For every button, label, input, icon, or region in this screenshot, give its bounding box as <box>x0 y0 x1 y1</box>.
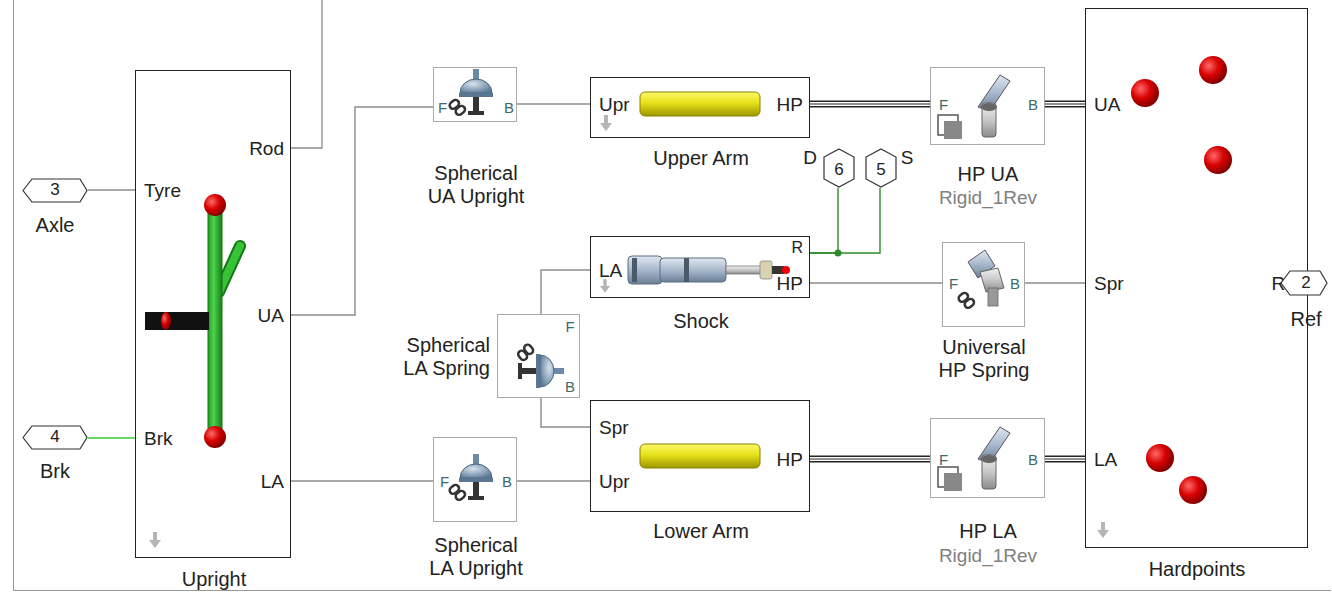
port-label: LA <box>599 260 622 282</box>
universal-joint-icon <box>957 250 1004 309</box>
block-name: S <box>901 147 914 169</box>
rigid-connection <box>810 459 930 460</box>
spherical-joint-icon <box>448 454 493 501</box>
rigid-connection <box>1045 459 1085 460</box>
upper-arm-block: UprHPUpper Arm <box>590 77 810 138</box>
port-label: F <box>949 275 958 292</box>
port-label: UA <box>1094 94 1120 116</box>
universal-joint-block: FBUniversal HP Spring <box>942 242 1025 327</box>
upright-illustration <box>145 194 240 548</box>
block-name: Spherical UA Upright <box>423 162 529 208</box>
revolute-joint-icon <box>938 427 1010 491</box>
block-name: Upper Arm <box>653 147 749 170</box>
physical-connection <box>291 107 433 315</box>
physical-connection <box>88 190 135 191</box>
block-name: Spherical LA Spring <box>390 334 490 380</box>
spherical-joint-icon <box>517 343 564 388</box>
port-label: 4 <box>50 427 59 447</box>
port-label: F <box>438 99 447 116</box>
block-name: D <box>803 147 817 169</box>
physical-connection <box>1025 283 1085 284</box>
upright-block: RodTyreUABrkLAUpright <box>135 70 291 558</box>
physical-connection <box>810 188 838 253</box>
port-label: B <box>1028 451 1038 468</box>
shock-illustration <box>600 256 790 293</box>
physical-connection <box>517 104 590 105</box>
port-label: F <box>440 473 449 490</box>
inport-tag: 3Axle <box>22 178 88 203</box>
physical-connection <box>517 481 590 482</box>
port-label: Spr <box>599 417 629 439</box>
block-name: Spherical LA Upright <box>423 534 529 580</box>
port-label: UA <box>258 305 284 327</box>
arm-cylinders <box>600 92 760 468</box>
hardpoint-dots <box>1097 56 1232 538</box>
spherical-joint-block: FBSpherical LA Upright <box>433 437 517 522</box>
port-label: LA <box>1094 449 1117 471</box>
port-label: B <box>504 99 514 116</box>
spherical-joint-block: FBSpherical UA Upright <box>433 67 517 122</box>
revolute-joint-icon <box>938 75 1010 139</box>
port-label: HP <box>777 94 803 116</box>
rigid-connection <box>1045 104 1085 105</box>
inport-tag: 4Brk <box>22 425 88 450</box>
port-label: Upr <box>599 94 630 116</box>
port-label: Spr <box>1094 273 1124 295</box>
revolute-joint-block: FBHP LARigid_1Rev <box>930 418 1045 498</box>
block-name: HP UA <box>958 163 1019 186</box>
port-label: Upr <box>599 471 630 493</box>
port-label: LA <box>261 471 284 493</box>
block-name: Lower Arm <box>653 520 749 543</box>
port-label: 5 <box>876 160 885 180</box>
port-label: Tyre <box>144 180 181 202</box>
physical-connection <box>291 481 433 482</box>
port-label: R <box>791 239 803 257</box>
port-label: B <box>565 378 575 395</box>
port-label: B <box>1028 96 1038 113</box>
physical-connection <box>541 398 590 427</box>
port-label: 3 <box>50 180 59 200</box>
block-name: Brk <box>40 460 70 483</box>
port-label: B <box>502 473 512 490</box>
shock-block: LARHPShock <box>590 236 810 298</box>
port-label: F <box>939 96 948 113</box>
rigid-connection <box>810 104 930 105</box>
block-name: HP LA <box>959 520 1016 543</box>
connection-port-tag: D6 <box>822 148 856 188</box>
block-name: Upright <box>182 568 246 591</box>
port-label: HP <box>777 273 803 295</box>
port-label: B <box>1010 275 1020 292</box>
spherical-joint-icon <box>448 69 493 116</box>
port-label: F <box>939 451 948 468</box>
block-name: Ref <box>1290 308 1321 331</box>
port-label: 2 <box>1301 273 1310 293</box>
port-label: 6 <box>834 160 843 180</box>
block-name: Axle <box>36 214 75 237</box>
port-label: Rod <box>249 138 284 160</box>
physical-connection <box>810 188 880 253</box>
connection-port-tag: 2Ref <box>1280 270 1328 296</box>
rod-wire <box>291 0 322 148</box>
port-label: F <box>565 318 574 335</box>
block-name: Hardpoints <box>1149 558 1246 581</box>
physical-connection <box>88 438 135 439</box>
port-label: HP <box>777 449 803 471</box>
block-name: Universal HP Spring <box>931 336 1037 382</box>
block-name: Rigid_1Rev <box>939 187 1037 209</box>
physical-connection <box>810 283 942 284</box>
port-label: Brk <box>144 428 173 450</box>
block-name: Rigid_1Rev <box>939 545 1037 567</box>
physical-connection <box>541 270 590 314</box>
connection-port-tag: 5S <box>864 148 898 188</box>
lower-arm-block: SprUprHPLower Arm <box>590 400 810 512</box>
revolute-joint-block: FBHP UARigid_1Rev <box>930 67 1045 145</box>
block-name: Shock <box>673 310 729 333</box>
hardpoints-block: UASprRefLAHardpoints <box>1085 8 1308 548</box>
spherical-joint-block: FBSpherical LA Spring <box>497 314 580 398</box>
